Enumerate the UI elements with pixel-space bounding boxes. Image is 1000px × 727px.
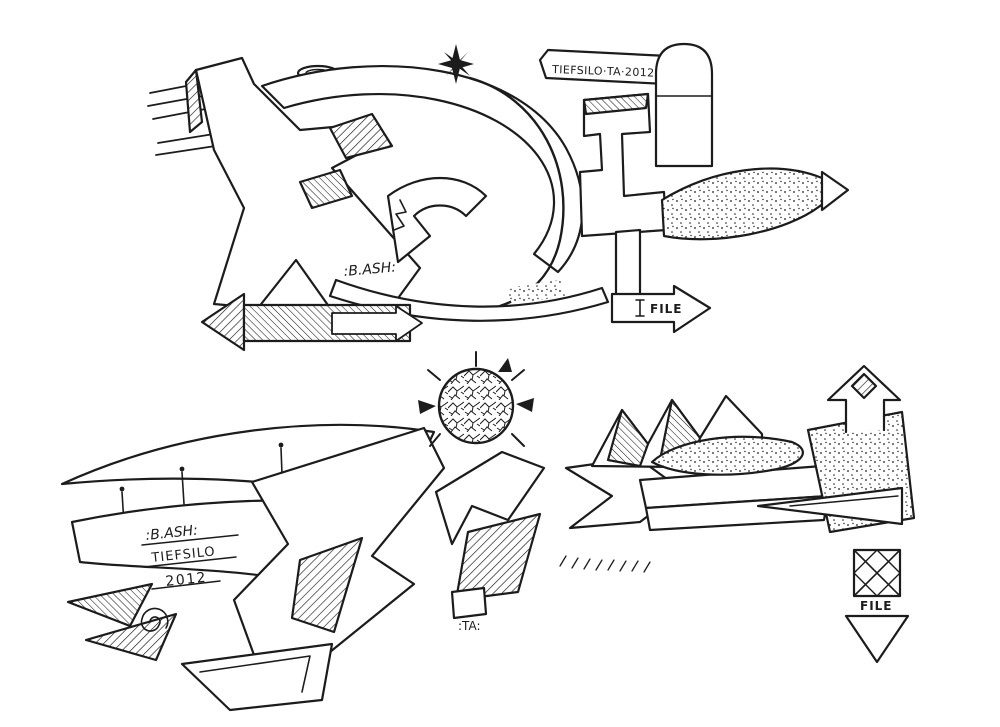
mid-letter-hook	[386, 177, 488, 264]
up-arrow-hatch	[850, 372, 878, 400]
whisker-strokes	[559, 555, 651, 573]
sparkle-icon	[438, 44, 474, 84]
x-box-ornament	[852, 548, 902, 598]
block-letterform	[578, 92, 668, 238]
ta-box	[450, 586, 488, 620]
file-label-top: FILE	[650, 302, 683, 316]
i-beam-glyph	[635, 299, 645, 317]
right-blob-tip	[820, 170, 850, 212]
file-arrow-shape	[610, 284, 712, 334]
cracked-sphere	[418, 351, 534, 447]
top-graffiti-piece	[147, 42, 850, 352]
banner-text: TIEFSILO·TA·2012	[551, 63, 655, 80]
bottom-chevron-inner	[199, 655, 311, 693]
year-text: 2012	[165, 570, 208, 590]
hatched-wedge-1	[328, 112, 394, 160]
mid-left-hatch	[290, 536, 364, 634]
down-arrow-right	[844, 614, 910, 664]
ribbon-stipple	[506, 280, 566, 304]
file-label-bottom: FILE	[860, 599, 893, 613]
middle-letterform	[434, 450, 546, 546]
file-arrow-connector	[614, 228, 642, 298]
top-piece-text: TIEFSILO·TA·2012 :B.ASH: FILE	[343, 63, 683, 316]
block-letter-hatch	[582, 92, 650, 116]
text-ruling-lines	[141, 534, 239, 590]
stipple-cloud	[650, 435, 804, 476]
left-hatched-arrow	[200, 292, 423, 352]
bottom-graffiti-piece	[60, 351, 916, 712]
spear-inner-line	[789, 495, 899, 507]
jagged-detail	[393, 199, 407, 231]
hatched-wedge-2	[298, 168, 354, 210]
bash-tag-bottom: :B.ASH:	[145, 523, 199, 544]
bash-tag-top: :B.ASH:	[343, 259, 397, 280]
bottom-piece-text: :B.ASH: TIEFSILO 2012 :TA: FILE	[145, 523, 893, 633]
middle-letter-hatch	[454, 512, 542, 602]
ta-tag: :TA:	[458, 619, 480, 633]
sphere-dark-spikes	[418, 358, 534, 414]
right-stippled-blob	[660, 167, 842, 241]
tiefsilo-name: TIEFSILO	[150, 544, 217, 566]
spiral-ornament	[140, 607, 169, 632]
spike-left-2	[84, 612, 178, 662]
spike-left-1	[66, 582, 154, 628]
dome-shape	[654, 42, 714, 168]
file-arrow-top-group	[610, 284, 712, 334]
spear-shape	[756, 486, 904, 526]
zigzag-hatch-1	[606, 408, 650, 468]
left-letter-3d-side	[184, 68, 204, 134]
sphere-spikes	[427, 351, 525, 447]
bottom-chevron	[180, 642, 334, 712]
overlay-white-arrow	[331, 305, 423, 342]
